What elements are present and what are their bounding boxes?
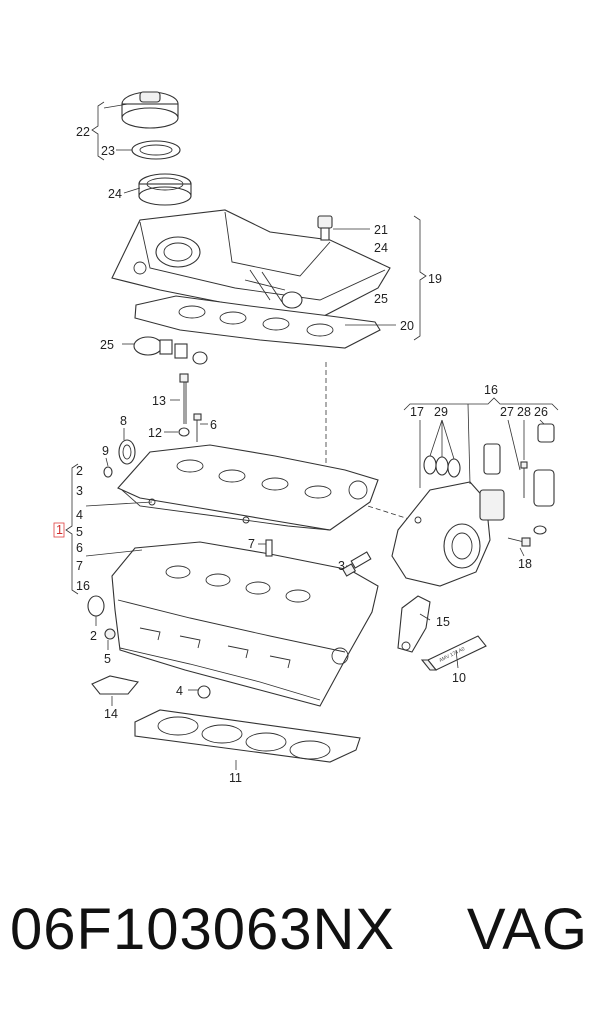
- label-15: 15: [436, 615, 450, 629]
- label-29: 29: [434, 405, 448, 419]
- head-plugs: [87, 595, 211, 699]
- label-26: 26: [534, 405, 548, 419]
- cap-seal-ring: [131, 140, 181, 160]
- label-24: 24: [108, 187, 122, 201]
- group-label-3: 3: [76, 484, 83, 498]
- group-label-2: 2: [76, 464, 83, 478]
- plug-seals: [133, 336, 208, 365]
- heat-shield-plate: [91, 675, 140, 695]
- label-9: 9: [102, 444, 109, 458]
- label-14: 14: [104, 707, 118, 721]
- group-label-5: 5: [76, 525, 83, 539]
- label-28: 28: [517, 405, 531, 419]
- camshaft-sensor: [533, 423, 555, 535]
- sealing-plug: [103, 466, 113, 478]
- o-rings: [423, 455, 461, 478]
- group-label-16: 16: [76, 579, 90, 593]
- footer-caption: 06F103063NX VAG: [0, 896, 600, 976]
- group-label-7: 7: [76, 559, 83, 573]
- valve-cover-gasket: [134, 295, 381, 349]
- label-2: 2: [90, 629, 97, 643]
- label-21: 21: [374, 223, 388, 237]
- brand-name: VAG: [466, 897, 588, 962]
- label-6: 6: [210, 418, 217, 432]
- label-22: 22: [76, 125, 90, 139]
- bracket: [397, 595, 431, 653]
- camshaft-housing: [117, 444, 379, 531]
- cylinder-head: [111, 541, 379, 707]
- bolts-washers: [178, 373, 202, 442]
- solenoid-valve: [479, 443, 505, 521]
- label-25: 25: [100, 338, 114, 352]
- label-4: 4: [176, 684, 183, 698]
- label-8: 8: [120, 414, 127, 428]
- bolt-18: [507, 537, 531, 547]
- part-number: 06F103063NX: [10, 897, 396, 962]
- group-label-1: 1: [56, 523, 63, 537]
- label-20: 20: [400, 319, 414, 333]
- label-23: 23: [101, 144, 115, 158]
- label-19: 19: [428, 272, 442, 286]
- timing-cover-housing: [391, 481, 491, 587]
- bolt-28: [520, 461, 528, 498]
- group-label-1-box: [53, 522, 65, 538]
- label-7: 7: [248, 537, 255, 551]
- label-18: 18: [518, 557, 532, 571]
- label-16: 16: [484, 383, 498, 397]
- crankcase-vent-valve: [317, 215, 333, 241]
- label-24-cover: 24: [374, 241, 388, 255]
- group-label-4: 4: [76, 508, 83, 522]
- label-3: 3: [338, 559, 345, 573]
- label-11: 11: [229, 771, 242, 785]
- cylinder-head-gasket: [134, 709, 361, 763]
- label-27: 27: [500, 405, 514, 419]
- group-label-6: 6: [76, 541, 83, 555]
- leader-lines: [65, 101, 559, 770]
- filler-neck: [138, 173, 192, 206]
- label-5: 5: [104, 652, 111, 666]
- label-12: 12: [148, 426, 162, 440]
- callout-labels: 22 23 24 21 24 19 25 20 25 13 12 6 8 9 2…: [53, 125, 548, 785]
- label-17: 17: [410, 405, 424, 419]
- sealant-tube: AMV 174 A0: [420, 635, 487, 671]
- oil-filler-cap: [121, 91, 179, 129]
- label-10: 10: [452, 671, 466, 685]
- label-13: 13: [152, 394, 166, 408]
- shaft-seal: [118, 439, 136, 465]
- label-25-cover: 25: [374, 292, 388, 306]
- temperature-sender: [341, 551, 372, 577]
- valve-cover: [111, 209, 391, 319]
- exploded-parts-diagram: AMV 174 A0: [53, 91, 559, 785]
- dowel-pin: [265, 539, 273, 557]
